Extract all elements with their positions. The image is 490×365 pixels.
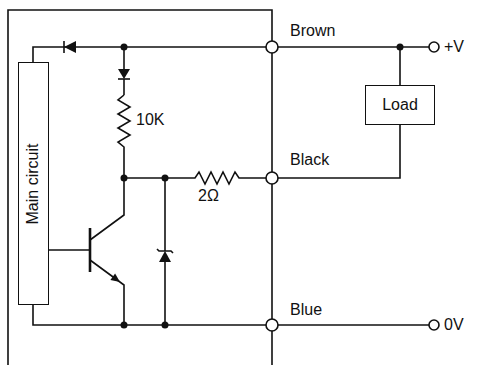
output-wire (278, 125, 400, 178)
wire-color: Blue (290, 301, 322, 319)
diode-symbol (64, 41, 76, 53)
junction-dot (121, 175, 128, 182)
junction-dot (121, 322, 128, 329)
node-text: Main circuit (24, 143, 42, 224)
transistor-base (48, 249, 90, 251)
zener-wire (164, 262, 166, 325)
load-box: Load (365, 85, 435, 125)
resistor-value: 10K (136, 111, 164, 129)
resistor-symbol (124, 172, 266, 184)
zener-symbol (159, 251, 171, 262)
load-wire (399, 47, 401, 85)
supply-name: 0V (444, 316, 464, 334)
terminal-circle (266, 319, 278, 331)
ground-wire (33, 305, 266, 325)
resistor-value: 2Ω (198, 187, 219, 205)
node-text: Load (382, 96, 418, 114)
supply-wire (33, 47, 266, 62)
junction-dot (162, 322, 169, 329)
sensor-housing (8, 10, 272, 365)
diode-wire (123, 79, 125, 95)
zener-wire (164, 178, 166, 251)
wire-color: Black (290, 151, 329, 169)
supply-name: +V (444, 38, 464, 56)
terminal-circle (266, 41, 278, 53)
supply-terminal (429, 320, 439, 330)
main-circuit-box: Main circuit (18, 62, 49, 305)
resistor-symbol (118, 95, 130, 178)
emitter-arrow (110, 274, 120, 283)
transistor-bar (89, 228, 92, 272)
supply-terminal (429, 42, 439, 52)
junction-dot (162, 175, 169, 182)
transistor-collector (90, 178, 124, 240)
diode-symbol (118, 69, 130, 79)
transistor-emitter (90, 260, 124, 325)
junction-dot (121, 44, 128, 51)
wire-color: Brown (290, 22, 335, 40)
terminal-circle (266, 172, 278, 184)
plus-wire (278, 46, 429, 48)
zero-wire (278, 324, 429, 326)
junction-dot (397, 44, 404, 51)
